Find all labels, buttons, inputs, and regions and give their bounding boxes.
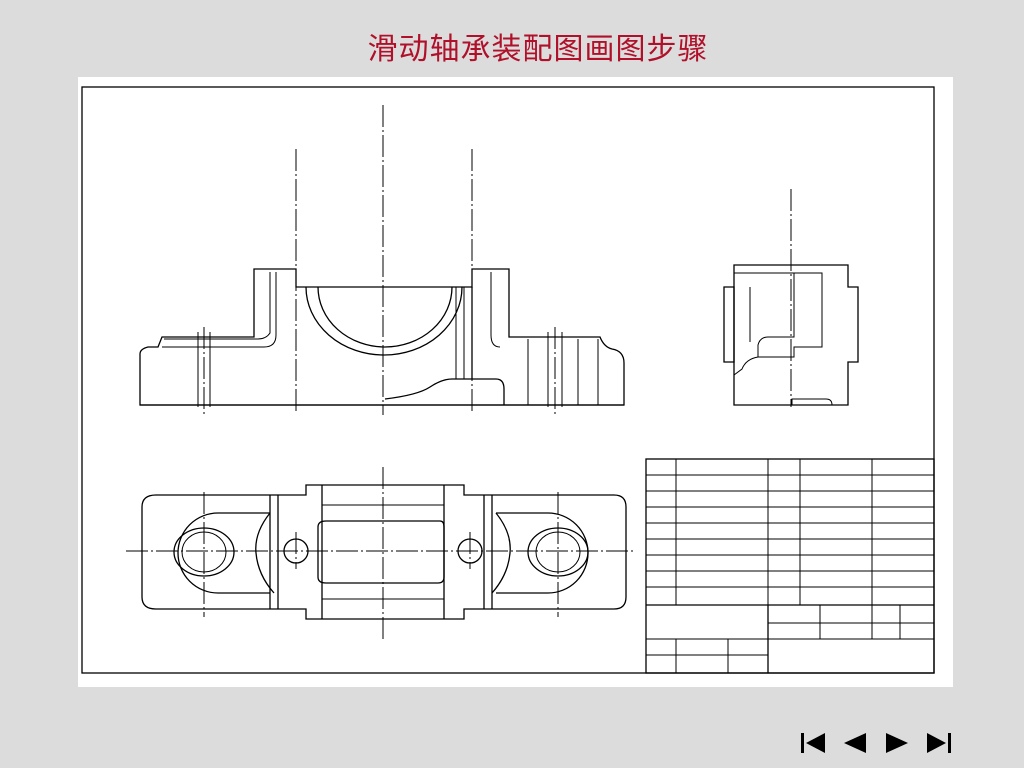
front-view: [139, 105, 625, 417]
assembly-drawing: [81, 86, 935, 674]
drawing-frame: [81, 86, 935, 674]
slide-navigation: [796, 728, 956, 758]
last-slide-button[interactable]: [922, 728, 956, 758]
next-slide-button[interactable]: [880, 728, 914, 758]
drawing-sheet: [78, 77, 953, 687]
previous-slide-button[interactable]: [838, 728, 872, 758]
last-slide-icon: [927, 733, 951, 753]
first-slide-button[interactable]: [796, 728, 830, 758]
side-view: [723, 189, 859, 407]
previous-slide-icon: [844, 733, 866, 753]
top-view: [126, 467, 634, 641]
parts-list-table: [645, 458, 935, 674]
slide-title: 滑动轴承装配图画图步骤: [367, 32, 709, 67]
next-slide-icon: [886, 733, 908, 753]
first-slide-icon: [801, 733, 825, 753]
